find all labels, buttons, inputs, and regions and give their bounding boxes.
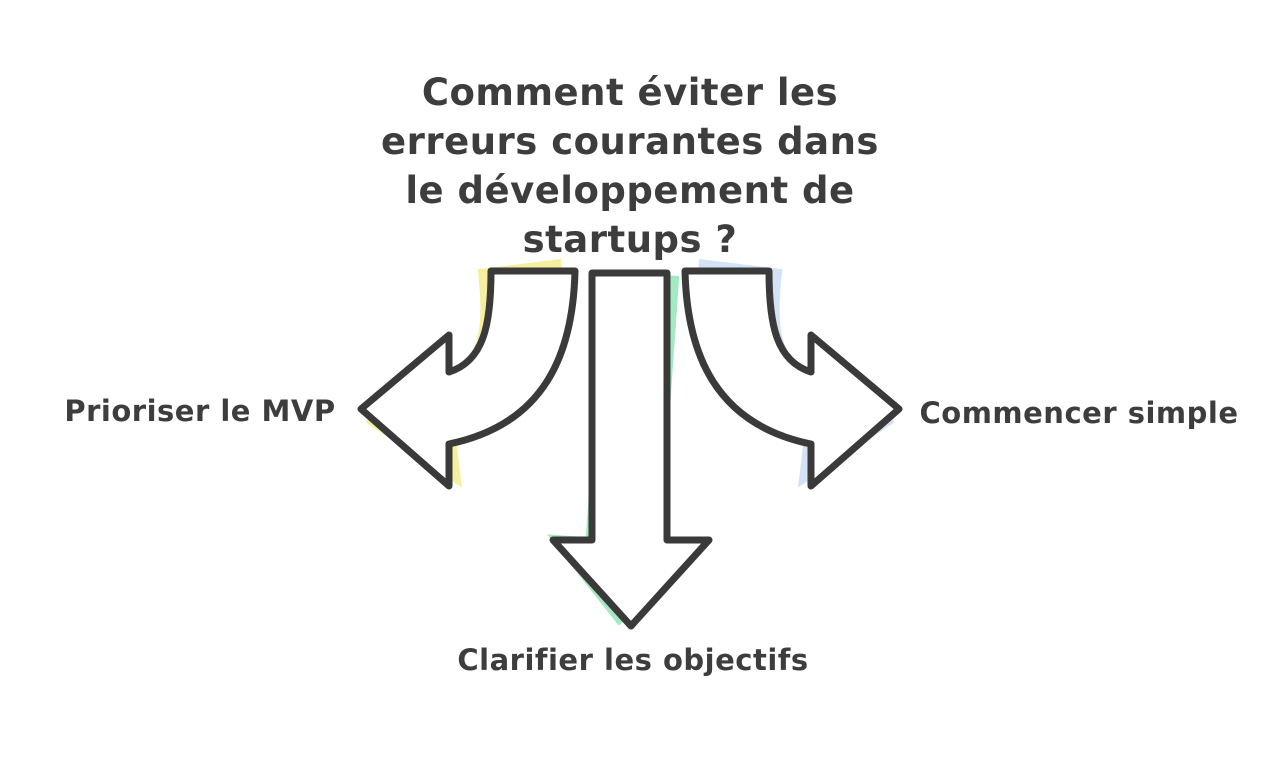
title-line-4: startups ?: [522, 218, 738, 261]
branch-label-clarifier-objectifs: Clarifier les objectifs: [457, 643, 809, 677]
title-line-1: Comment éviter les: [421, 71, 839, 114]
page-title: Comment éviter les erreurs courantes dan…: [320, 68, 940, 264]
branch-label-commencer-simple: Commencer simple: [919, 396, 1239, 430]
down-arrow-body: [549, 269, 713, 630]
branch-label-prioriser-mvp: Prioriser le MVP: [64, 394, 336, 428]
left-curved-arrow: [357, 259, 579, 490]
down-straight-arrow: [546, 269, 713, 630]
right-curved-arrow: [681, 259, 903, 490]
right-arrow-body: [681, 267, 903, 490]
title-line-3: le développement de: [405, 169, 855, 212]
left-arrow-body: [357, 267, 579, 490]
title-line-2: erreurs courantes dans: [381, 120, 879, 163]
